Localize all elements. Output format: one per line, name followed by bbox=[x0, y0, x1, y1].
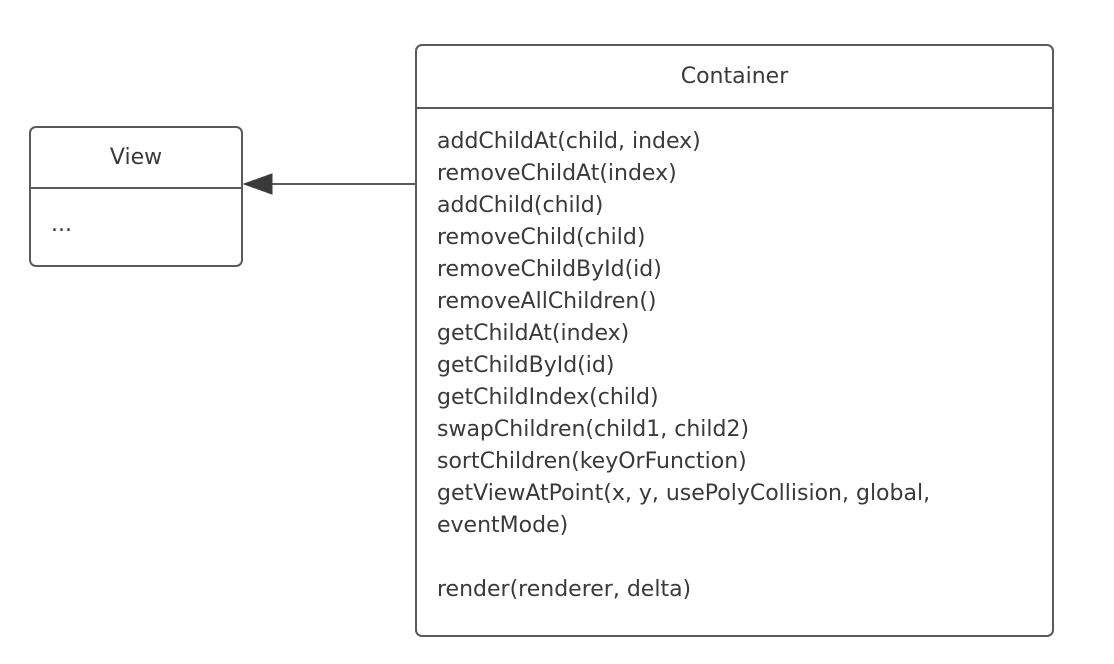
method-item: eventMode) bbox=[437, 513, 569, 538]
method-item: removeAllChildren() bbox=[437, 289, 657, 314]
method-item: getChildAt(index) bbox=[437, 321, 630, 346]
method-item: removeChildAt(index) bbox=[437, 161, 677, 186]
method-item: getViewAtPoint(x, y, usePolyCollision, g… bbox=[437, 481, 931, 506]
view-class-box[interactable]: View ... bbox=[29, 126, 243, 267]
container-class-box[interactable]: Container addChildAt(child, index) remov… bbox=[415, 44, 1054, 637]
method-item: addChildAt(child, index) bbox=[437, 129, 701, 154]
container-class-name: Container bbox=[417, 46, 1052, 109]
method-item: getChildIndex(child) bbox=[437, 385, 659, 410]
method-item: sortChildren(keyOrFunction) bbox=[437, 449, 747, 474]
arrowhead-icon bbox=[242, 173, 273, 195]
method-item: removeChildById(id) bbox=[437, 257, 662, 282]
view-member: ... bbox=[51, 212, 72, 237]
container-class-methods: addChildAt(child, index) removeChildAt(i… bbox=[417, 109, 1052, 606]
method-item: removeChild(child) bbox=[437, 225, 646, 250]
method-item: render(renderer, delta) bbox=[437, 577, 692, 602]
method-spacer bbox=[437, 542, 1032, 574]
method-item: addChild(child) bbox=[437, 193, 604, 218]
method-item: swapChildren(child1, child2) bbox=[437, 417, 750, 442]
view-class-members: ... bbox=[31, 189, 241, 241]
view-class-name: View bbox=[31, 128, 241, 189]
method-item: getChildById(id) bbox=[437, 353, 615, 378]
